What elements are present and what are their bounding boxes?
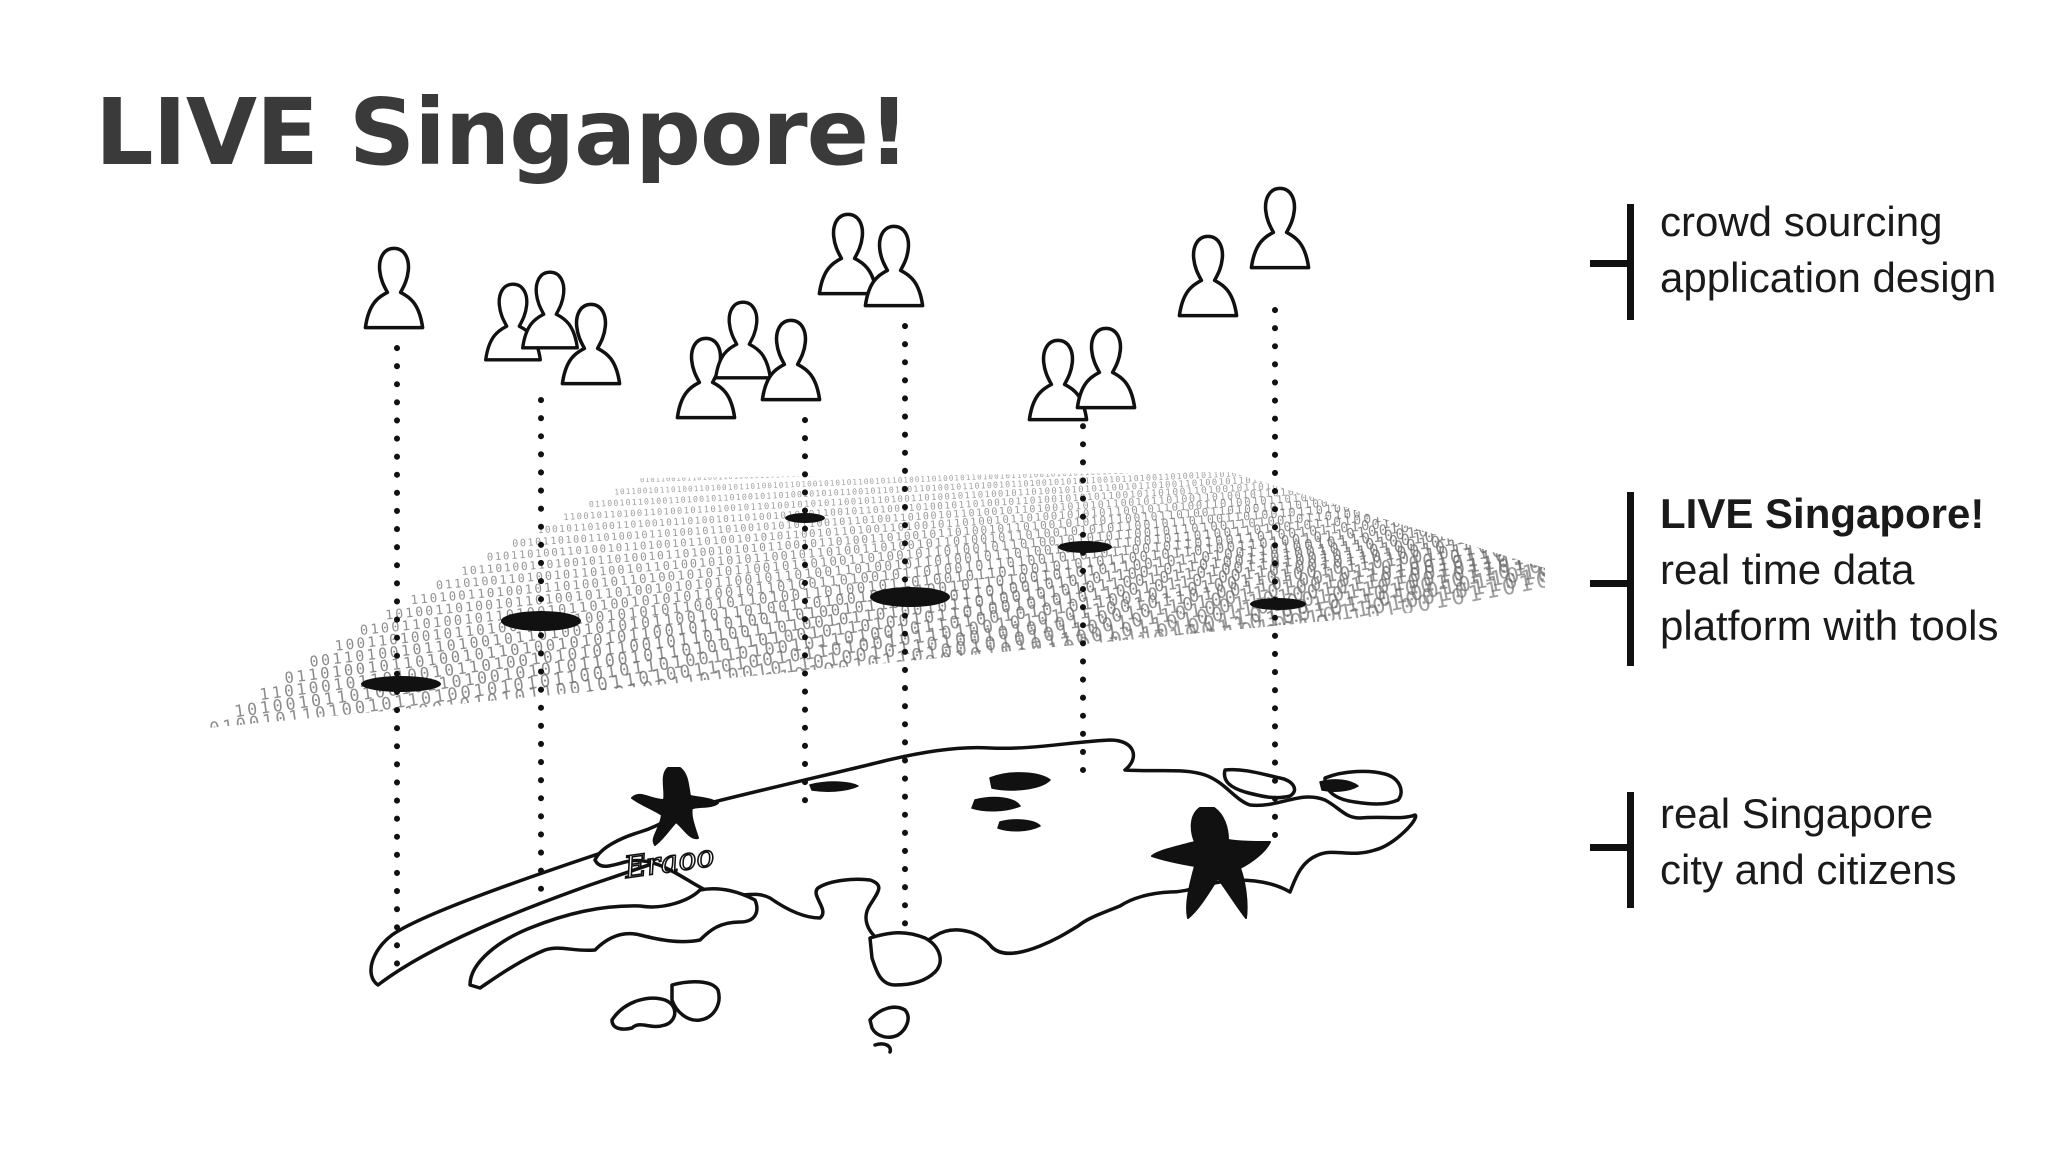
layer-label-line: LIVE Singapore! — [1660, 490, 1985, 537]
layer-label-line: real time data — [1660, 546, 1915, 593]
layer-label-line: city and citizens — [1660, 846, 1957, 893]
person-icon — [363, 246, 425, 330]
person-icon — [863, 224, 925, 308]
bracket — [1627, 204, 1634, 320]
slide-title: LIVE Singapore! — [95, 79, 910, 186]
data-hotspot — [1250, 598, 1306, 610]
person-icon — [713, 300, 773, 380]
bracket-tick — [1590, 844, 1630, 851]
bracket — [1627, 492, 1634, 666]
data-hotspot — [785, 513, 825, 523]
person-icon — [1075, 326, 1137, 410]
bracket — [1627, 792, 1634, 908]
person-icon — [520, 270, 580, 350]
layer-label-platform: LIVE Singapore! real time data platform … — [1590, 486, 2048, 666]
person-icon — [760, 318, 822, 402]
data-hotspots — [361, 513, 1306, 692]
data-hotspot — [1058, 541, 1112, 553]
crowd-people — [363, 186, 1311, 422]
data-hotspot — [870, 587, 950, 607]
bracket-tick — [1590, 580, 1630, 587]
data-hotspot — [361, 676, 441, 692]
layer-label-crowd: crowd sourcing application design — [1590, 194, 2048, 320]
layer-label-line: real Singapore — [1660, 790, 1934, 837]
bracket-tick — [1590, 260, 1630, 267]
person-icon — [1177, 234, 1239, 318]
layer-label-city: real Singapore city and citizens — [1590, 786, 2048, 908]
connector-lines — [394, 307, 1278, 971]
person-icon — [817, 212, 879, 296]
singapore-map — [369, 738, 1418, 1054]
layer-label-line: application design — [1660, 254, 1997, 301]
person-icon — [1249, 186, 1311, 270]
layer-label-line: crowd sourcing — [1660, 198, 1943, 245]
data-hotspot — [501, 611, 581, 631]
layer-label-line: platform with tools — [1660, 602, 1999, 649]
